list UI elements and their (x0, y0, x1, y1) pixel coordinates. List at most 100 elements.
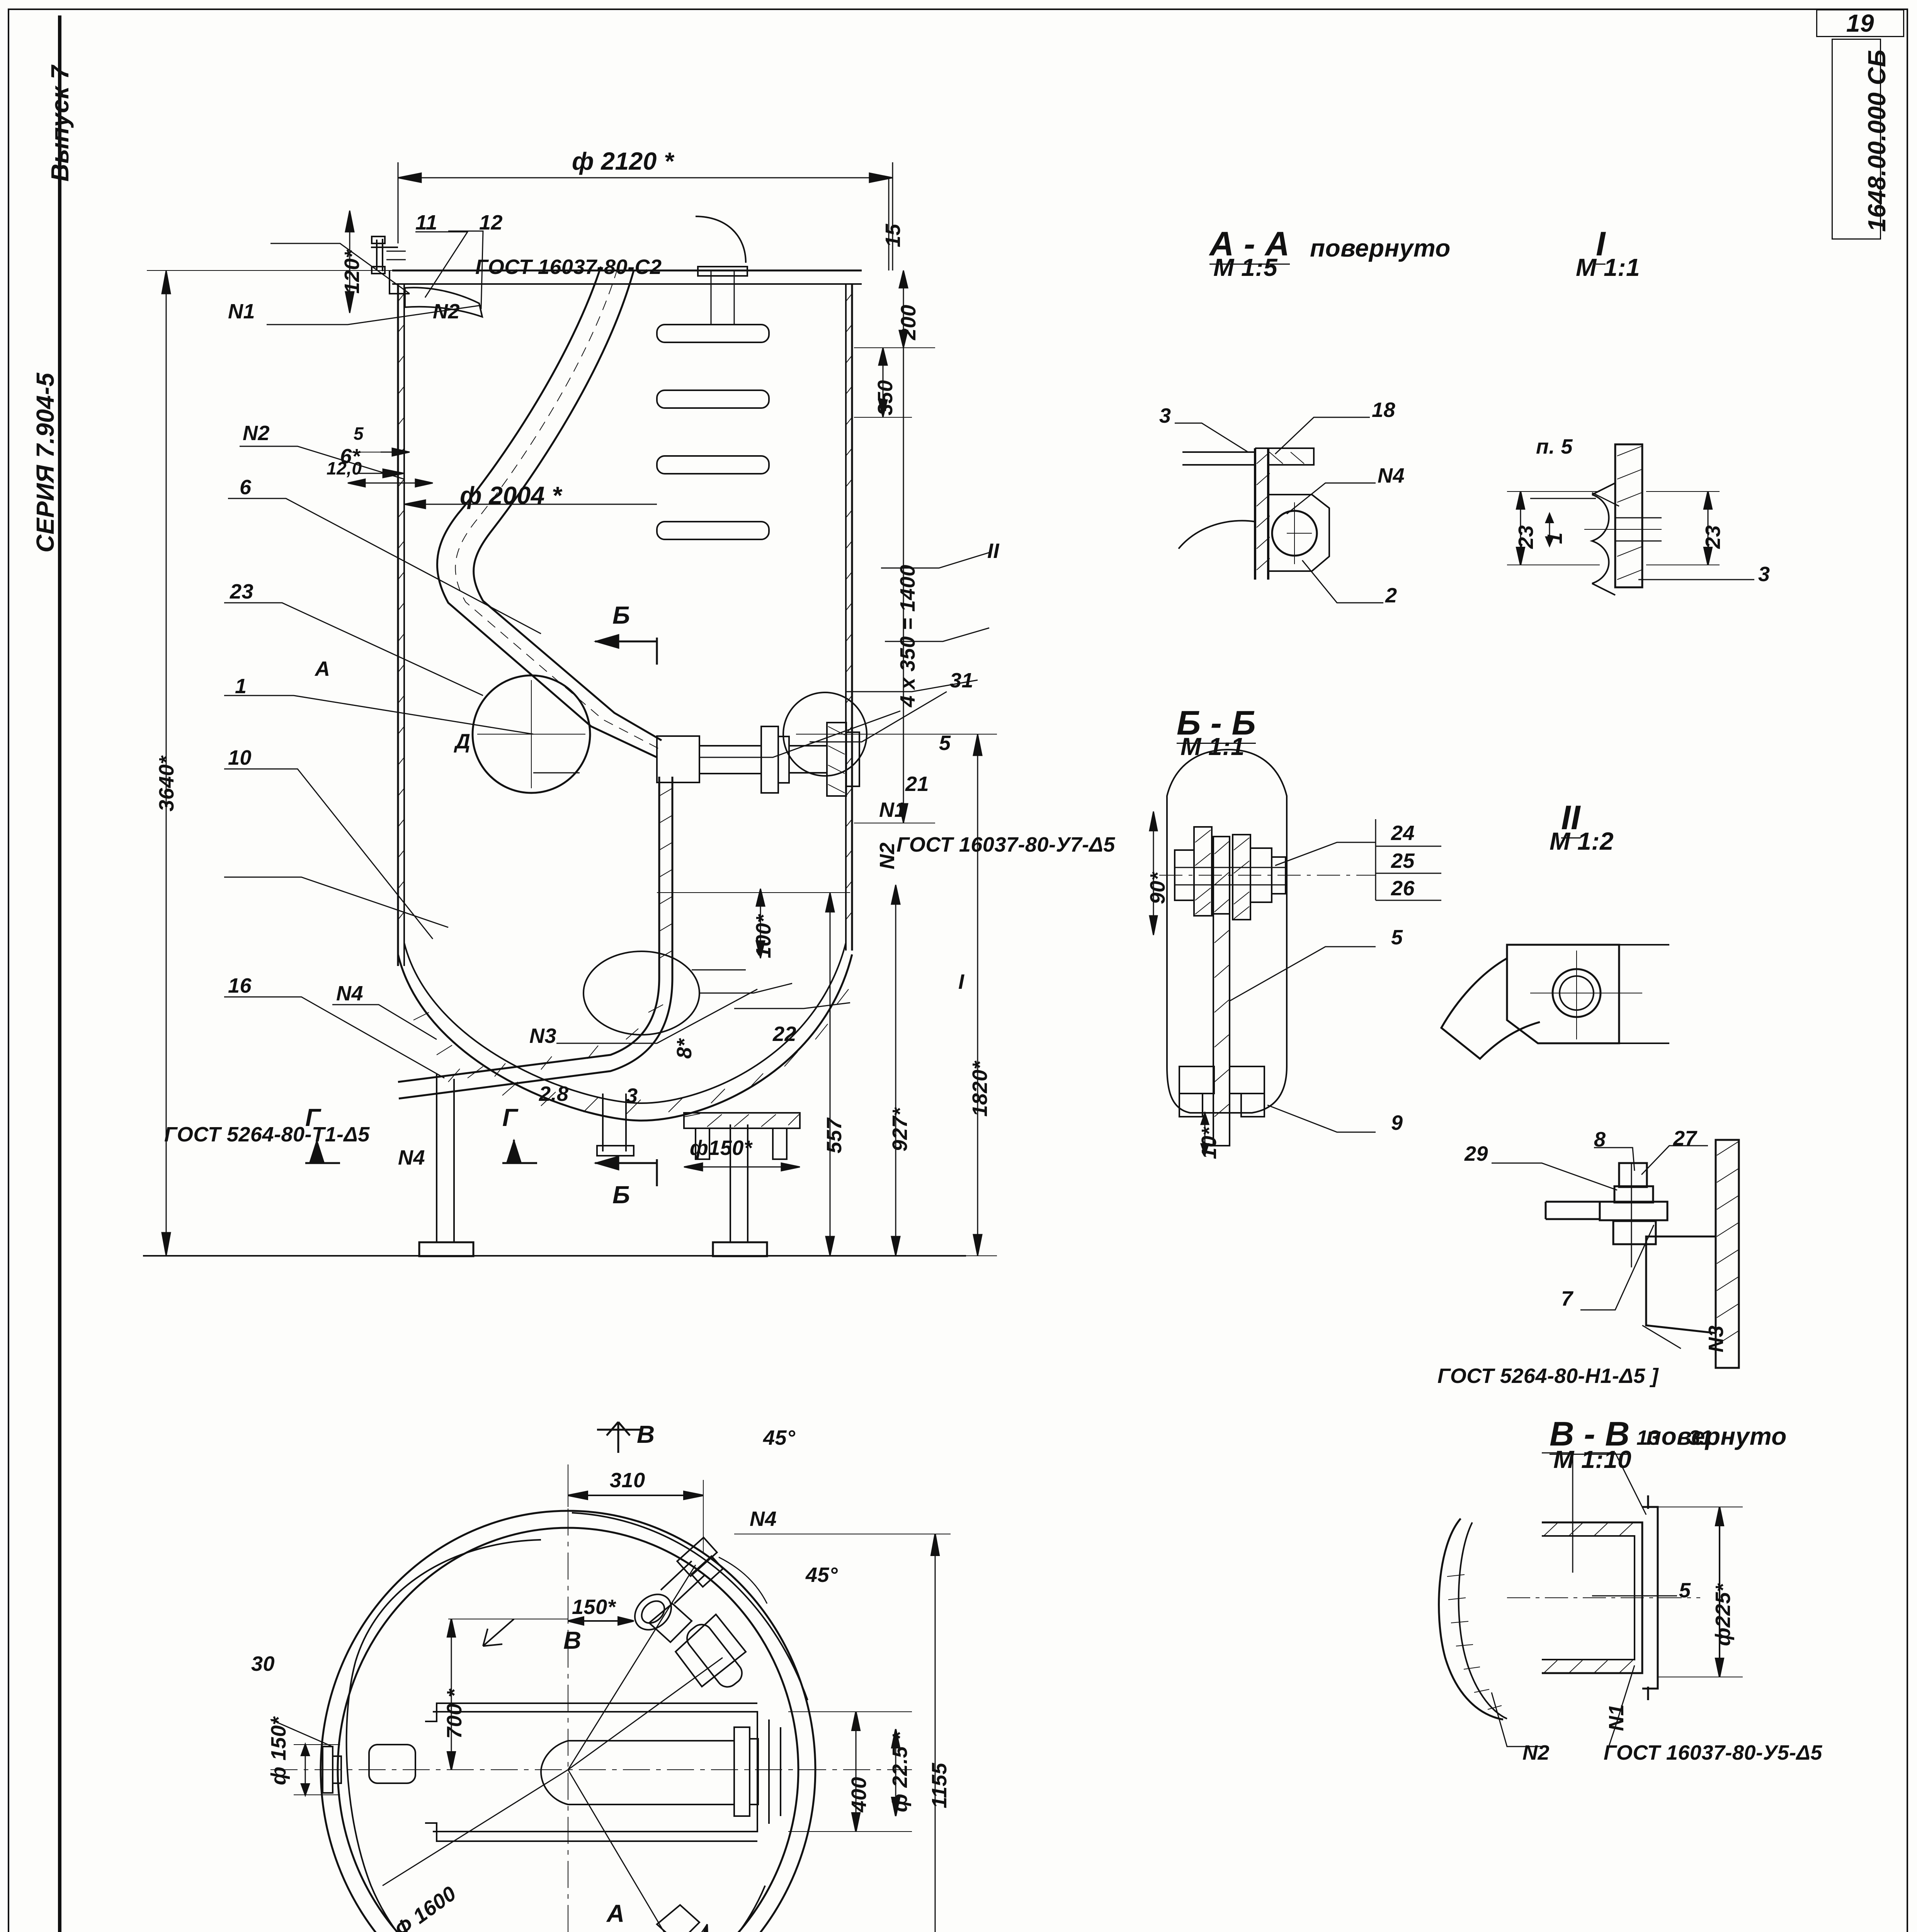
section-BB-dim-10: 10* (1197, 1127, 1221, 1159)
section-mark-B-bottom: Б (612, 1181, 630, 1209)
main-label-N2-noz: N2 (876, 842, 899, 869)
section-AA-scale: М 1:5 (1213, 253, 1278, 281)
main-dim-h120b: 12,0 (327, 458, 362, 478)
main-label-11: 11 (415, 211, 438, 234)
section-BB-label-24: 24 (1391, 821, 1415, 845)
plan-section-mark-B2: В (637, 1420, 655, 1448)
main-label-N4-leg: N4 (398, 1146, 425, 1169)
detail-II-scale: М 1:2 (1550, 827, 1614, 855)
plan-dim-d150: ф 150* (267, 1717, 290, 1785)
detail-I-dim-1: 1 (1543, 532, 1567, 544)
plan-angle-45a: 45° (763, 1426, 796, 1449)
section-BB-label-5: 5 (1391, 926, 1403, 949)
section-BB-label-9: 9 (1391, 1111, 1403, 1134)
plan-label-30: 30 (251, 1652, 275, 1675)
main-label-6: 6 (240, 476, 252, 499)
section-mark-G-right: Г (502, 1104, 518, 1131)
plan-dim-1155: 1155 (928, 1762, 951, 1808)
main-label-D-surface: Д (455, 730, 471, 753)
sheet-inner-frame (58, 15, 1897, 1932)
main-label-N1-noz: N1 (879, 798, 907, 821)
detail-I-dim-23a: 23 (1514, 525, 1538, 549)
bracket-weld-note: ГОСТ 5264-80-Н1-Δ5 ] (1437, 1364, 1658, 1388)
detail-I-label-3: 3 (1758, 563, 1770, 586)
section-VV-label-N1: N1 (1605, 1704, 1628, 1731)
bracket-label-8: 8 (1594, 1128, 1606, 1151)
main-dim-h350: 350 (874, 380, 897, 415)
section-AA-label-2: 2 (1385, 584, 1397, 607)
detail-I-label-p5: п. 5 (1536, 435, 1573, 458)
section-VV-label-5: 5 (1679, 1579, 1691, 1602)
section-VV-label-31: 31 (1689, 1426, 1713, 1449)
section-AA-label-N4: N4 (1378, 464, 1405, 487)
weld-note-leg: ГОСТ 5264-80-Т1-Δ5 (164, 1123, 370, 1146)
plan-dim-400: 400 (847, 1777, 871, 1812)
plan-dim-700: 700 * (443, 1689, 466, 1739)
section-AA-title: А - А (1209, 224, 1290, 265)
section-VV-scale: М 1:10 (1553, 1446, 1632, 1473)
main-dim-927: 927* (888, 1107, 912, 1151)
main-dim-4x350: 4 x 350 = 1400 (896, 565, 919, 707)
drawing-number-box (1832, 39, 1881, 240)
section-VV-weld-note: ГОСТ 16037-80-У5-Δ5 (1604, 1741, 1822, 1764)
detail-II-title: II (1561, 798, 1580, 838)
main-label-N1-top: N1 (228, 300, 255, 323)
plan-dim-d225: ф 22.5 * (888, 1732, 912, 1812)
plan-label-N4: N4 (750, 1507, 777, 1531)
main-label-28: 2.8 (539, 1082, 569, 1105)
section-AA-label-3: 3 (1159, 404, 1171, 427)
main-label-4: N2 (243, 422, 270, 445)
sheet-outer-frame (8, 9, 1908, 1932)
weld-note-top: ГОСТ 16037-80-С2 (475, 255, 662, 279)
plan-angle-45b: 45° (806, 1563, 838, 1587)
main-label-16: 16 (228, 974, 252, 997)
main-label-N2-top: N2 (433, 300, 460, 323)
detail-I-scale: М 1:1 (1576, 253, 1640, 281)
section-BB-title: Б - Б (1177, 703, 1256, 744)
main-dim-h3640: 3640* (155, 756, 178, 811)
bracket-label-N3: N3 (1704, 1325, 1728, 1352)
section-VV-dim-225: ф225* (1711, 1583, 1735, 1646)
main-dim-t8: 8* (673, 1038, 696, 1059)
main-dim-d150: ф150* (690, 1136, 752, 1160)
plan-dim-310: 310 (610, 1469, 645, 1492)
main-label-10: 10 (228, 746, 252, 769)
section-BB-scale: М 1:1 (1180, 733, 1245, 760)
main-label-31: 31 (950, 669, 974, 692)
page-number: 19 (1846, 9, 1874, 37)
main-label-t6: 6* (340, 445, 361, 468)
plan-section-mark-B: В (563, 1626, 582, 1654)
main-label-21: 21 (905, 772, 929, 796)
main-label-1: 1 (235, 675, 247, 698)
section-BB-label-26: 26 (1391, 877, 1415, 900)
section-VV-rotated: повернуто (1646, 1422, 1787, 1450)
section-BB-dim-90: 90* (1146, 872, 1169, 904)
main-label-23: 23 (230, 580, 254, 603)
main-label-3: 3 (626, 1084, 638, 1107)
main-label-12: 12 (479, 211, 503, 234)
main-dim-h200: 200 (897, 304, 920, 340)
main-dim-h120: 120* (340, 250, 364, 294)
section-VV-label-13: 13 (1636, 1426, 1660, 1449)
page-number-box: 19 (1816, 9, 1904, 37)
main-label-A-surface: А (315, 657, 330, 680)
bracket-label-7: 7 (1561, 1287, 1573, 1310)
main-dim-d2120: ф 2120 * (572, 147, 674, 175)
detail-I-dim-23b: 23 (1701, 525, 1725, 549)
main-dim-1820: 1820* (968, 1061, 992, 1117)
main-label-N4: N4 (336, 982, 364, 1005)
section-AA-label-18: 18 (1372, 398, 1396, 422)
main-dim-100: 100* (752, 914, 775, 958)
section-mark-G-left: Г (305, 1104, 321, 1131)
main-dim-d2004: ф 2004 * (460, 481, 562, 509)
main-label-II: II (987, 539, 1000, 563)
plan-dim-150: 150* (572, 1595, 616, 1619)
bracket-label-27: 27 (1673, 1127, 1697, 1150)
main-label-5: 5 (939, 731, 951, 755)
main-dim-557: 557 (823, 1118, 846, 1153)
section-mark-B-top: Б (612, 601, 630, 629)
main-dim-h15: 15 (881, 223, 905, 247)
main-label-N3: N3 (529, 1024, 557, 1048)
